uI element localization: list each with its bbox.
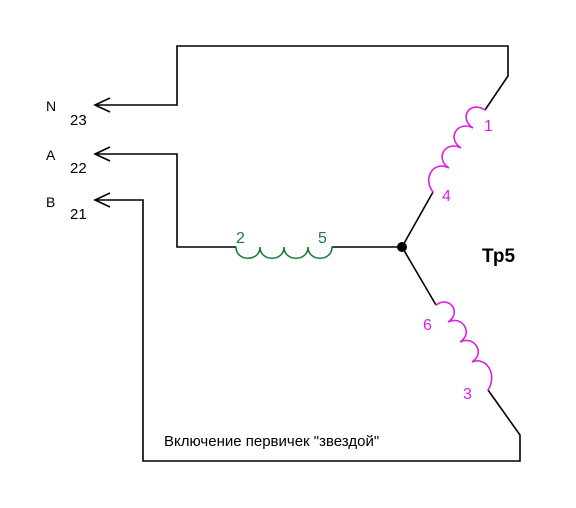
coil-upper <box>427 106 486 193</box>
coil-lower <box>435 301 493 391</box>
wire-node-to-lower-coil <box>401 246 437 306</box>
winding-start-1: 1 <box>484 118 493 135</box>
arrow-a-icon <box>93 146 111 162</box>
diagram-caption: Включение первичек "звездой" <box>164 433 379 450</box>
wire-upper-coil-to-node <box>401 191 434 248</box>
arrow-b-icon <box>93 192 111 208</box>
winding-labels: 2 5 1 4 6 3 <box>236 118 493 403</box>
terminal-21-label: 21 <box>70 206 87 223</box>
coil-horizontal <box>235 246 333 260</box>
wire-n <box>95 45 509 111</box>
terminal-22-label: 22 <box>70 160 87 177</box>
wire-b <box>95 199 521 462</box>
winding-end-4: 4 <box>442 188 451 205</box>
wire-a <box>95 153 236 248</box>
phase-b-label: B <box>46 194 55 210</box>
transformer-label: Тр5 <box>482 246 515 267</box>
arrowheads <box>93 97 111 208</box>
winding-end-3: 3 <box>463 386 472 403</box>
terminal-23-label: 23 <box>70 112 87 129</box>
star-node <box>397 242 407 252</box>
wires <box>95 45 521 462</box>
winding-start-6: 6 <box>423 317 432 334</box>
phase-n-label: N <box>46 98 56 114</box>
arrow-n-icon <box>93 97 111 113</box>
phase-a-label: A <box>46 147 56 163</box>
terminal-labels: N 23 A 22 B 21 <box>46 98 87 223</box>
winding-end-5: 5 <box>318 230 327 247</box>
winding-start-2: 2 <box>236 230 245 247</box>
